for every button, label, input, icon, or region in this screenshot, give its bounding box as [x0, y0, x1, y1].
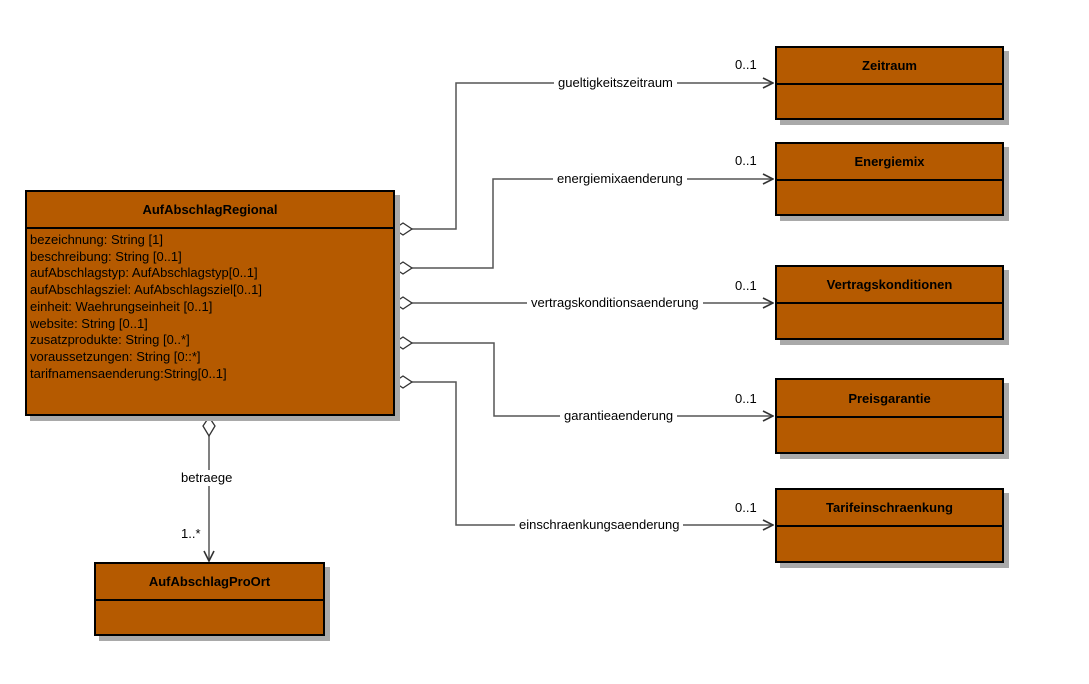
attribute: tarifnamensaenderung:String[0..1]: [30, 365, 227, 381]
class-zeitraum[interactable]: Zeitraum: [775, 46, 1004, 120]
multiplicity-label: 0..1: [735, 391, 757, 406]
class-energiemix[interactable]: Energiemix: [775, 142, 1004, 216]
connector-gueltigkeitszeitraum: [412, 83, 773, 230]
aggregation-diamond-icon: [392, 261, 414, 275]
attribute: einheit: Waehrungseinheit [0..1]: [30, 298, 213, 314]
multiplicity-label: 0..1: [735, 153, 757, 168]
class-name: Zeitraum: [777, 48, 1002, 85]
association-label: einschraenkungsaenderung: [515, 517, 684, 533]
multiplicity-label: 1..*: [181, 526, 201, 541]
attribute: aufAbschlagsziel: AufAbschlagsziel[0..1]: [30, 282, 262, 298]
aggregation-diamond-icon: [392, 375, 414, 389]
aggregation-diamond-icon: [202, 415, 216, 438]
class-attributes: bezeichnung: String [1] beschreibung: St…: [30, 232, 262, 382]
class-aufabschlagregional[interactable]: AufAbschlagRegional bezeichnung: String …: [25, 190, 395, 416]
class-name: Tarifeinschraenkung: [777, 490, 1002, 527]
attribute: voraussetzungen: String [0::*]: [30, 348, 201, 364]
class-name: Energiemix: [777, 144, 1002, 181]
association-label: energiemixaenderung: [553, 171, 687, 187]
attribute: aufAbschlagstyp: AufAbschlagstyp[0..1]: [30, 265, 258, 281]
class-name: Preisgarantie: [777, 380, 1002, 418]
connector-energiemixaenderung: [412, 179, 773, 269]
association-label: gueltigkeitszeitraum: [554, 75, 677, 91]
aggregation-diamond-icon: [392, 336, 414, 350]
connector-einschraenkungsaenderung: [412, 381, 773, 525]
class-name: AufAbschlagProOrt: [96, 564, 323, 601]
aggregation-diamond-icon: [392, 296, 414, 310]
association-label: vertragskonditionsaenderung: [527, 295, 703, 311]
multiplicity-label: 0..1: [735, 278, 757, 293]
class-vertragskonditionen[interactable]: Vertragskonditionen: [775, 265, 1004, 340]
multiplicity-label: 0..1: [735, 500, 757, 515]
class-preisgarantie[interactable]: Preisgarantie: [775, 378, 1004, 454]
association-label: garantieaenderung: [560, 408, 678, 424]
class-name: AufAbschlagRegional: [27, 192, 393, 229]
multiplicity-label: 0..1: [735, 57, 757, 72]
attribute: zusatzprodukte: String [0..*]: [30, 332, 190, 348]
connector-garantieaenderung: [412, 342, 773, 416]
attribute: bezeichnung: String [1]: [30, 232, 163, 247]
class-name: Vertragskonditionen: [777, 267, 1002, 304]
aggregation-diamond-icon: [392, 222, 414, 236]
class-aufabschlagproort[interactable]: AufAbschlagProOrt: [94, 562, 325, 636]
class-tarifeinschraenkung[interactable]: Tarifeinschraenkung: [775, 488, 1004, 563]
attribute: website: String [0..1]: [30, 315, 148, 331]
attribute: beschreibung: String [0..1]: [30, 248, 182, 264]
association-label: betraege: [177, 470, 237, 486]
